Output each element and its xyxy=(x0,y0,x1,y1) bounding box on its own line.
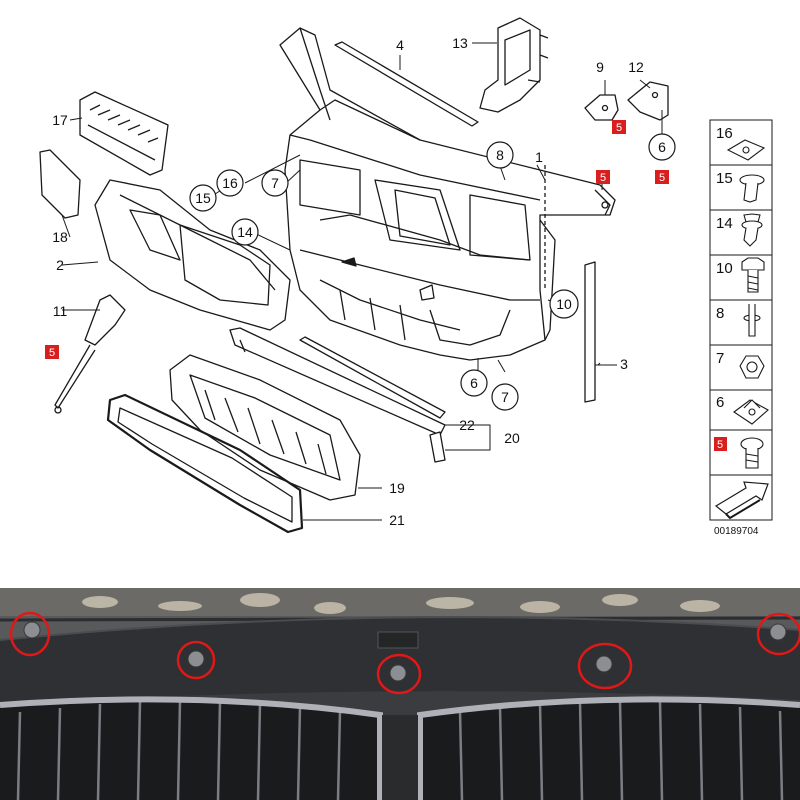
callout-circle-14 xyxy=(231,218,259,246)
bracket-12 xyxy=(627,81,669,121)
callout-circle-16 xyxy=(216,169,244,197)
top-bracket xyxy=(479,17,549,113)
label-7b: 7 xyxy=(501,389,509,405)
direction-arrow-icon xyxy=(714,481,769,520)
clip-nut-icon xyxy=(733,399,769,425)
label-18: 18 xyxy=(52,229,68,245)
red-callout-5-d xyxy=(45,345,59,359)
circled-callouts xyxy=(189,133,676,411)
callout-circle-7a xyxy=(261,169,289,197)
hex-bolt-icon xyxy=(741,257,765,293)
label-6a: 6 xyxy=(470,375,478,391)
duct-cover-18 xyxy=(39,149,81,219)
part-number-caption: 00189704 xyxy=(714,526,759,537)
upper-seal-strip xyxy=(334,41,479,127)
side-seal-3 xyxy=(584,261,596,403)
screw-5 xyxy=(769,623,787,641)
air-duct-2 xyxy=(94,179,291,331)
red-label-5-c: 5 xyxy=(659,172,665,184)
vehicle-photo xyxy=(0,588,800,800)
legend-num-10: 10 xyxy=(716,260,733,277)
screw-3 xyxy=(389,664,407,682)
screw-1 xyxy=(23,621,41,639)
label-14: 14 xyxy=(237,224,253,240)
label-11: 11 xyxy=(53,303,68,319)
exploded-diagram xyxy=(39,17,676,534)
label-7a: 7 xyxy=(271,175,279,191)
callout-circle-6a xyxy=(460,369,488,397)
label-6b: 6 xyxy=(658,139,666,155)
screw-2 xyxy=(187,650,205,668)
label-22: 22 xyxy=(459,417,475,433)
blind-rivet-icon xyxy=(743,304,761,337)
red-label-5-d: 5 xyxy=(49,347,55,359)
red-callout-squares xyxy=(45,120,669,359)
legend-num-8: 8 xyxy=(716,305,724,322)
label-1: 1 xyxy=(535,149,543,165)
hex-nut-icon xyxy=(739,355,765,379)
red-label-5-b: 5 xyxy=(600,172,606,184)
callout-circle-10 xyxy=(549,289,579,319)
air-duct-grille-17 xyxy=(79,91,169,176)
label-8: 8 xyxy=(496,147,504,163)
front-carrier-frame xyxy=(279,27,616,361)
legend-num-14: 14 xyxy=(716,215,733,232)
label-4: 4 xyxy=(396,37,404,53)
red-callout-5-b xyxy=(596,170,610,184)
torx-screw-icon xyxy=(740,437,764,469)
label-15: 15 xyxy=(195,190,211,206)
label-12: 12 xyxy=(628,59,644,75)
label-3: 3 xyxy=(620,356,628,372)
callout-circle-7b xyxy=(491,383,519,411)
bracket-arm-11 xyxy=(54,294,126,414)
highlight-circle-5 xyxy=(756,612,800,656)
red-callout-5-c xyxy=(655,170,669,184)
legend-num-7: 7 xyxy=(716,350,724,367)
label-9: 9 xyxy=(596,59,604,75)
bracket-9 xyxy=(584,94,619,121)
speed-nut-icon xyxy=(726,139,766,161)
legend-red-box-5 xyxy=(714,437,727,451)
callout-labels: 4 13 9 12 17 1 8 7 16 15 14 6 18 2 11 10… xyxy=(49,35,666,528)
expanding-rivet-icon xyxy=(739,174,765,203)
label-16: 16 xyxy=(222,175,238,191)
label-17: 17 xyxy=(52,112,68,128)
legend-num-15: 15 xyxy=(716,170,733,187)
red-callout-5-a xyxy=(612,120,626,134)
label-21: 21 xyxy=(389,512,405,528)
callout-circle-6b xyxy=(648,133,676,161)
fastener-legend: 16 15 14 10 8 7 6 5 xyxy=(709,119,773,537)
label-19: 19 xyxy=(389,480,405,496)
legend-num-6: 6 xyxy=(716,394,724,411)
highlight-circle-3 xyxy=(376,653,422,695)
label-10: 10 xyxy=(556,296,572,312)
legend-num-5: 5 xyxy=(717,439,723,451)
label-2: 2 xyxy=(56,257,64,273)
label-13: 13 xyxy=(452,35,468,51)
callout-circle-15 xyxy=(189,184,217,212)
highlight-circle-4 xyxy=(577,642,633,690)
callout-circle-8 xyxy=(486,141,514,169)
trim-ring-21 xyxy=(106,393,304,534)
legend-num-16: 16 xyxy=(716,125,733,142)
screw-4 xyxy=(595,655,613,673)
label-20: 20 xyxy=(504,430,520,446)
highlight-circle-1 xyxy=(9,611,51,657)
highlight-circle-2 xyxy=(176,640,216,680)
lower-grille-19 xyxy=(169,354,361,501)
lower-support-20 xyxy=(229,327,446,463)
push-clip-icon xyxy=(741,213,763,247)
red-label-5-a: 5 xyxy=(616,122,622,134)
